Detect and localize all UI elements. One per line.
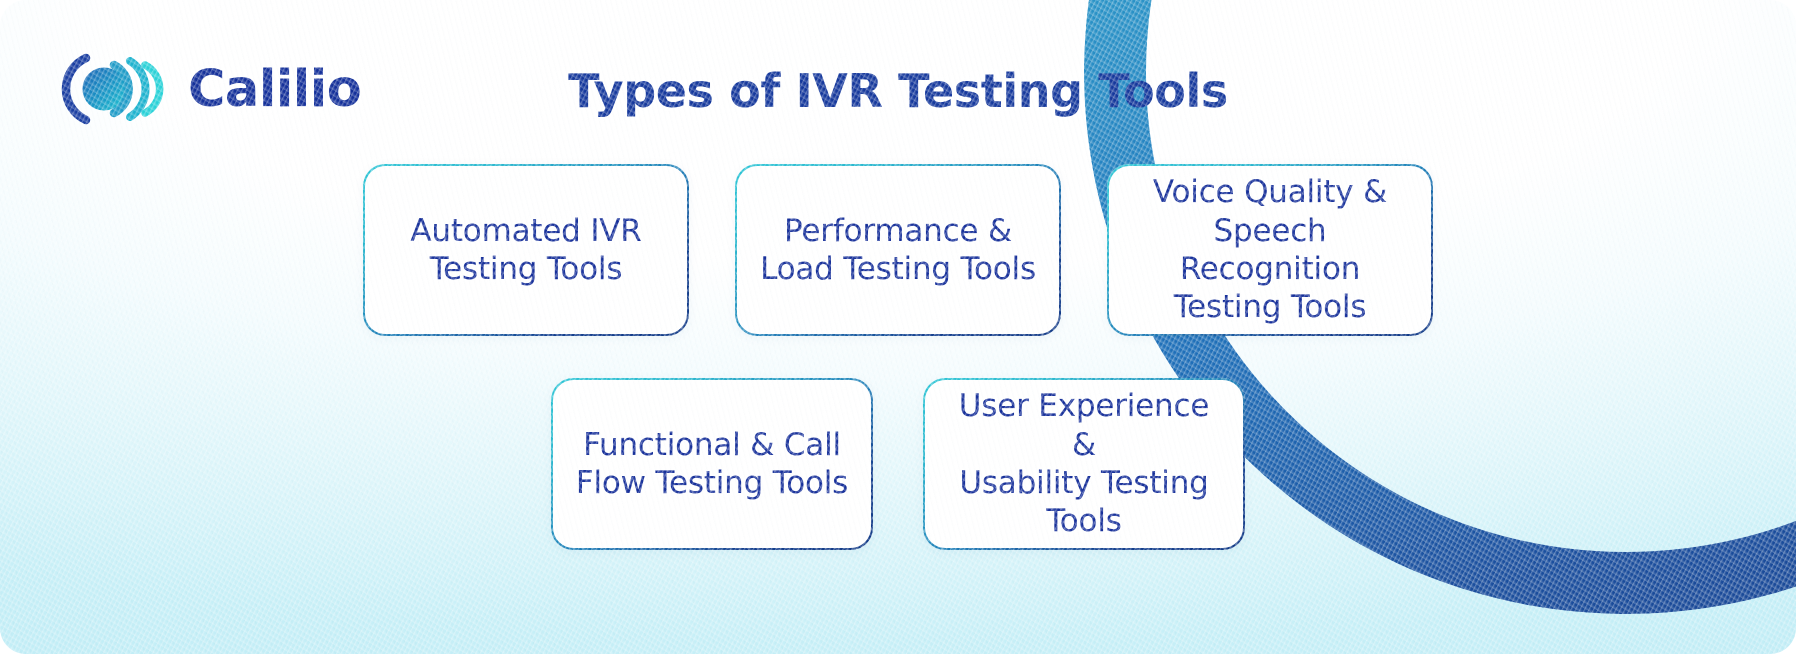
card-automated-ivr-testing-tools[interactable]: Automated IVR Testing Tools bbox=[363, 164, 689, 336]
card-label: User Experience & Usability Testing Tool… bbox=[958, 388, 1210, 540]
brand-name: Calilio bbox=[188, 59, 362, 119]
cards-container: Automated IVR Testing Tools Performance … bbox=[0, 164, 1796, 550]
card-user-experience-usability-testing-tools[interactable]: User Experience & Usability Testing Tool… bbox=[923, 378, 1245, 550]
cards-row-2: Functional & Call Flow Testing Tools Use… bbox=[0, 378, 1796, 550]
brand-logo[interactable]: Calilio bbox=[56, 52, 362, 126]
card-voice-quality-speech-recognition-testing-tools[interactable]: Voice Quality & Speech Recognition Testi… bbox=[1107, 164, 1433, 336]
calilio-soundwave-icon bbox=[61, 53, 164, 125]
page-title: Types of IVR Testing Tools bbox=[568, 64, 1228, 118]
cards-row-1: Automated IVR Testing Tools Performance … bbox=[0, 164, 1796, 336]
card-label: Automated IVR Testing Tools bbox=[410, 212, 642, 287]
card-performance-load-testing-tools[interactable]: Performance & Load Testing Tools bbox=[735, 164, 1061, 336]
card-functional-call-flow-testing-tools[interactable]: Functional & Call Flow Testing Tools bbox=[551, 378, 873, 550]
card-label: Performance & Load Testing Tools bbox=[760, 212, 1036, 287]
header: Calilio Types of IVR Testing Tools bbox=[0, 0, 1796, 164]
card-label: Functional & Call Flow Testing Tools bbox=[575, 426, 849, 501]
card-label: Voice Quality & Speech Recognition Testi… bbox=[1152, 174, 1388, 326]
